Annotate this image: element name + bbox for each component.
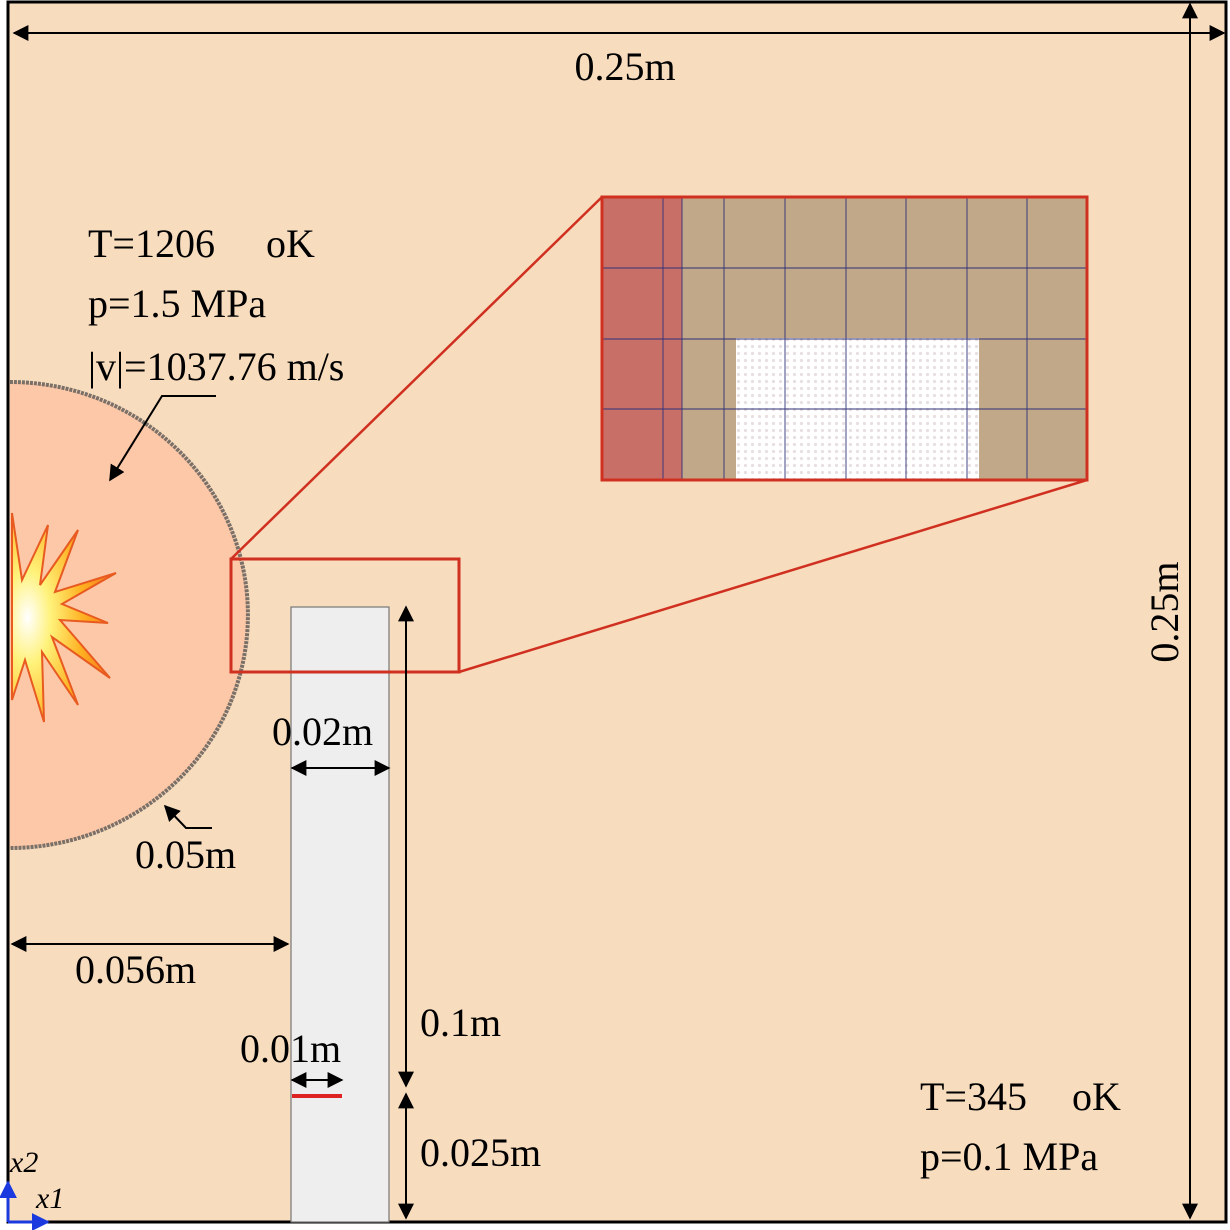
- label-domain-height: 0.25m: [1142, 561, 1187, 662]
- label-ambient-temperature-unit: oK: [1072, 1074, 1121, 1119]
- charge-boundary: [9, 380, 250, 850]
- explosion-icon: [11, 512, 117, 723]
- label-domain-width: 0.25m: [574, 44, 675, 89]
- zoom-connector-top: [230, 196, 603, 560]
- zoom-inset: [600, 195, 1089, 482]
- plate: [290, 606, 390, 1223]
- leader-explosion-state: [109, 395, 216, 482]
- label-fixed-height: 0.025m: [420, 1130, 541, 1175]
- label-explosion-temperature-unit: oK: [266, 221, 315, 266]
- label-explosion-pressure: p=1.5 MPa: [88, 281, 266, 326]
- zoom-connector-bottom: [458, 478, 1088, 674]
- label-charge-offset: 0.056m: [75, 947, 196, 992]
- zoom-grid: [602, 197, 1087, 480]
- label-plate-height: 0.1m: [420, 1000, 501, 1045]
- zoom-source-box: [229, 557, 461, 674]
- label-ambient-temperature: T=345: [920, 1074, 1027, 1119]
- zoom-gas-region: [602, 197, 682, 480]
- leader-charge-radius: [163, 804, 212, 829]
- label-axis-x1: x1: [35, 1182, 64, 1215]
- label-explosion-temperature: T=1206: [88, 221, 215, 266]
- label-ambient-pressure: p=0.1 MPa: [920, 1134, 1098, 1179]
- label-charge-radius: 0.05m: [135, 832, 236, 877]
- charge-region: [10, 382, 248, 848]
- label-plate-width: 0.02m: [272, 709, 373, 754]
- label-gauge-width: 0.01m: [240, 1026, 341, 1071]
- label-explosion-velocity: |v|=1037.76 m/s: [88, 344, 344, 389]
- label-axis-x2: x2: [9, 1146, 38, 1179]
